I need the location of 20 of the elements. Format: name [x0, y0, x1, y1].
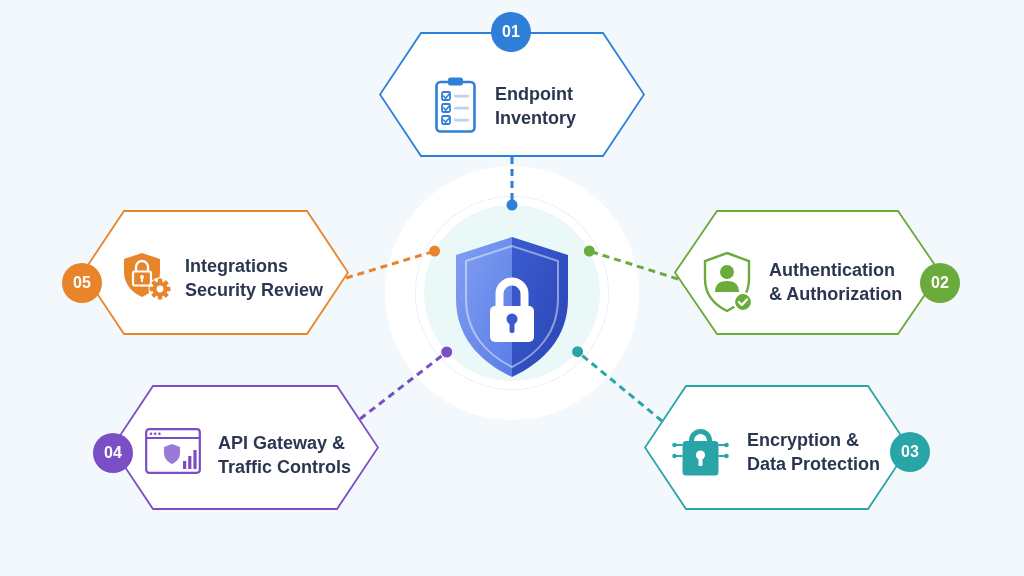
step-number-badge: 01 — [491, 12, 531, 52]
step-number-badge: 05 — [62, 263, 102, 303]
dashed-connector — [583, 245, 679, 281]
dashed-connector — [359, 346, 453, 421]
hexagon-step-card — [644, 385, 930, 510]
hexagon-step-card — [674, 210, 960, 335]
dashed-connector — [506, 157, 518, 211]
step-number-badge: 03 — [890, 432, 930, 472]
step-title: Encryption & Data Protection — [747, 429, 882, 476]
step-title: Authentication & Authorization — [769, 259, 904, 306]
dashed-connector — [572, 346, 663, 423]
step-title: Integrations Security Review — [185, 255, 325, 302]
hexagon-step-card — [62, 210, 349, 335]
hexagon-step-card — [93, 385, 379, 510]
step-number-badge: 04 — [93, 433, 133, 473]
hexagon-step-card — [379, 12, 645, 157]
step-title: API Gateway & Traffic Controls — [218, 432, 352, 479]
dashed-connector — [345, 245, 441, 280]
step-title: Endpoint Inventory — [495, 83, 578, 130]
step-number-badge: 02 — [920, 263, 960, 303]
